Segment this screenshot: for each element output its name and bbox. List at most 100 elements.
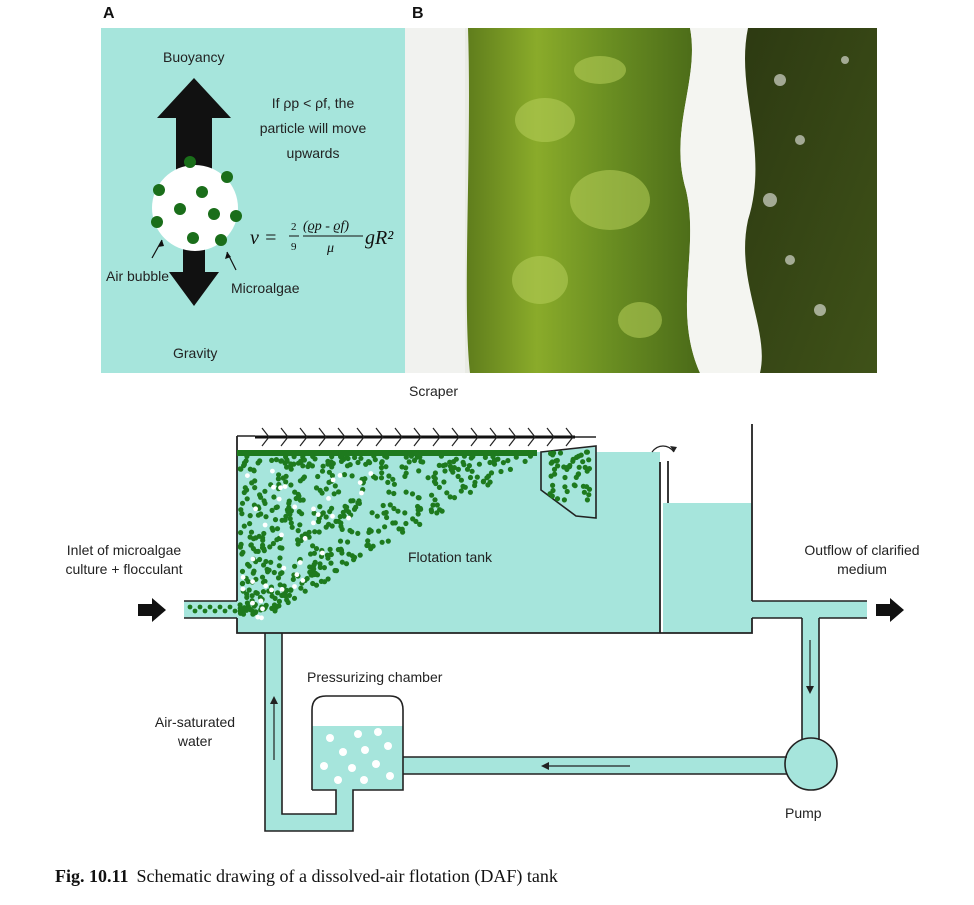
floc-particle: [448, 466, 454, 473]
overflow-compartment-water: [663, 503, 752, 633]
sludge-particle: [557, 450, 564, 456]
floc-particle: [507, 466, 513, 472]
floc-particle: [378, 465, 385, 471]
floc-particle: [316, 529, 322, 535]
photo-tank-wall: [405, 28, 465, 373]
floc-particle: [261, 530, 267, 537]
floc-particle: [337, 514, 343, 520]
floc-particle: [376, 528, 382, 534]
floc-particle: [430, 502, 436, 508]
sludge-particle: [573, 474, 579, 480]
caption-text: Schematic drawing of a dissolved-air flo…: [136, 866, 558, 886]
pressurizing-chamber-outline: [264, 633, 404, 832]
sludge-particle: [581, 489, 588, 495]
floc-particle: [275, 575, 282, 581]
outlet-pipe: [752, 601, 867, 618]
floc-particle: [277, 582, 283, 588]
floc-particle: [197, 604, 203, 610]
floc-particle: [327, 508, 333, 515]
floc-particle: [297, 497, 303, 503]
floc-particle: [399, 526, 405, 532]
sludge-particle: [570, 456, 576, 462]
floc-particle: [498, 468, 504, 475]
stokes-equation: v = 2 9 (ϱp - ϱf) μ gR²: [250, 219, 394, 256]
floc-particle: [326, 479, 332, 485]
microalgae-cell: [221, 171, 233, 183]
air-bubble-dot: [240, 574, 246, 580]
floc-particle: [260, 589, 267, 595]
air-bubble-dot: [262, 522, 268, 528]
floc-particle: [366, 459, 372, 465]
sludge-particle: [584, 449, 591, 455]
rule-line-1: If ρp < ρf, the: [272, 95, 355, 111]
floc-particle: [284, 597, 290, 603]
scraper-label: Scraper: [409, 383, 458, 399]
floc-particle: [237, 605, 243, 612]
floc-particle: [447, 494, 453, 500]
floc-particle: [345, 539, 351, 545]
floc-particle: [192, 608, 198, 614]
floc-particle: [355, 459, 361, 466]
floc-particles: [187, 453, 534, 617]
air-bubble-dot: [326, 496, 331, 501]
inlet-label-line-2: culture + flocculant: [65, 561, 182, 577]
floc-particle: [374, 513, 380, 519]
sludge-particle: [550, 452, 556, 458]
sludge-particle: [580, 483, 587, 489]
air-bubble-dot: [330, 513, 335, 519]
floc-particle: [263, 514, 269, 520]
floc-particle: [295, 541, 301, 547]
floc-particle: [260, 535, 266, 541]
floc-particle: [348, 498, 354, 504]
panel-a-letter: A: [103, 5, 115, 22]
floc-particle: [325, 576, 331, 582]
floc-particle: [403, 520, 409, 527]
floc-particle: [244, 496, 250, 502]
floc-particle: [500, 460, 506, 466]
photo-foam-flecks: [763, 56, 849, 316]
floc-particle: [247, 606, 253, 612]
eq-frac-den: 9: [291, 241, 297, 253]
floc-particle: [212, 608, 218, 614]
floc-particle: [263, 558, 269, 565]
flotation-tank-outline: [236, 424, 753, 634]
floc-particle: [270, 540, 276, 547]
floc-particle: [368, 546, 374, 552]
floc-particle: [458, 477, 464, 483]
floc-particle: [309, 463, 315, 469]
floc-particle: [250, 570, 256, 576]
floc-particle: [346, 509, 352, 515]
floc-particle: [313, 485, 320, 491]
air-bubble-dot: [240, 586, 246, 592]
air-bubble-dot: [258, 598, 264, 604]
floc-particle: [328, 459, 334, 465]
pump-flow-arrow-head: [806, 686, 814, 694]
sludge-particle: [580, 459, 586, 465]
floc-particle: [353, 504, 359, 510]
floc-particle: [444, 490, 450, 496]
eq-frac-num: 2: [291, 221, 297, 233]
floc-particle: [279, 545, 285, 551]
floc-particle: [416, 468, 422, 474]
eq-numerator: (ϱp - ϱf): [303, 219, 349, 234]
floc-particle: [458, 488, 464, 494]
air-bubble-dot: [337, 473, 343, 478]
floc-particle: [411, 457, 418, 464]
sludge-particle: [564, 465, 570, 471]
floc-particle: [251, 502, 257, 508]
floc-particle: [392, 520, 398, 526]
floc-particle: [202, 608, 208, 614]
floc-particle: [312, 559, 318, 566]
air-bubble-dot: [282, 484, 288, 489]
floc-particle: [275, 590, 281, 596]
floc-particle: [239, 568, 246, 575]
floc-particle: [267, 544, 273, 550]
floc-particle: [403, 470, 409, 476]
floc-particle: [318, 578, 324, 585]
floc-particle: [283, 479, 289, 485]
floc-particle: [295, 528, 301, 534]
sludge-particle: [586, 492, 592, 498]
floc-particle: [379, 470, 385, 476]
floc-particle: [329, 473, 335, 479]
